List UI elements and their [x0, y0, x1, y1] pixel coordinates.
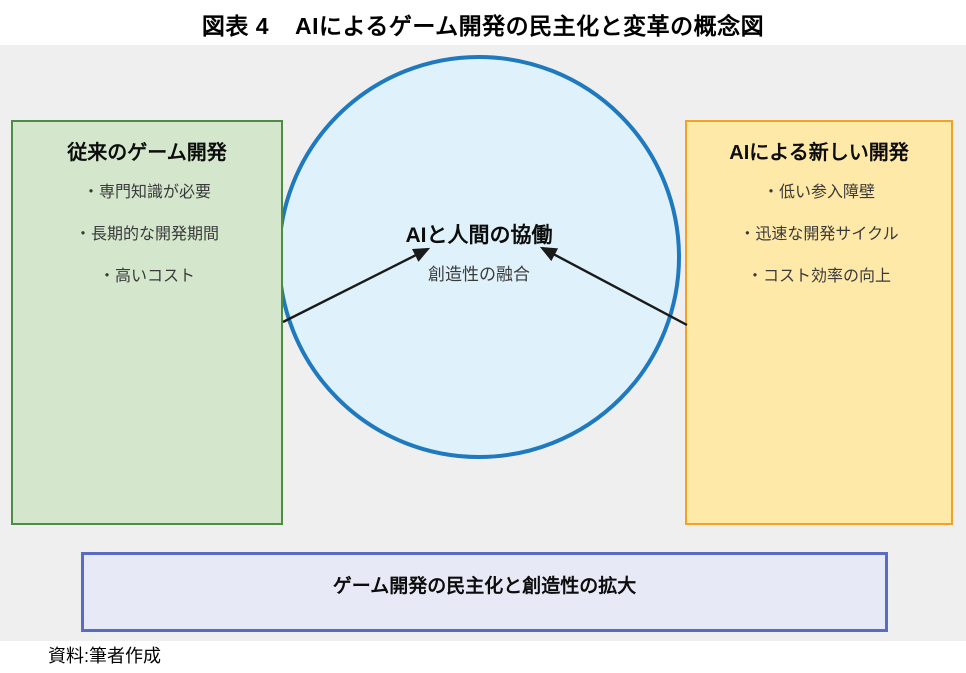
bottom-box: ゲーム開発の民主化と創造性の拡大 [81, 552, 888, 632]
right-box-title: AIによる新しい開発 [729, 142, 909, 164]
left-box: 従来のゲーム開発 ・専門知識が必要 ・長期的な開発期間 ・高いコスト [11, 120, 283, 525]
right-box: AIによる新しい開発 ・低い参入障壁 ・迅速な開発サイクル ・コスト効率の向上 [685, 120, 953, 525]
right-box-item: ・低い参入障壁 [762, 184, 875, 201]
left-box-item: ・長期的な開発期間 [74, 226, 219, 243]
bottom-box-label: ゲーム開発の民主化と創造性の拡大 [332, 576, 637, 597]
left-box-item: ・専門知識が必要 [82, 184, 211, 201]
figure-label: 図表 4 [201, 13, 270, 39]
center-circle-title: AIと人間の協働 [405, 224, 553, 247]
left-box-item: ・高いコスト [98, 268, 195, 285]
diagram-canvas: AIと人間の協働 創造性の融合 従来のゲーム開発 ・専門知識が必要 ・長期的な開… [0, 45, 966, 641]
right-box-item: ・迅速な開発サイクル [739, 226, 899, 243]
right-box-item: ・コスト効率の向上 [746, 268, 891, 285]
figure-title-text: AIによるゲーム開発の民主化と変革の概念図 [295, 13, 765, 39]
center-circle-subtitle: 創造性の融合 [428, 265, 530, 284]
source-note: 資料:筆者作成 [48, 646, 162, 666]
figure-caption: 図表 4 AIによるゲーム開発の民主化と変革の概念図 [0, 7, 966, 41]
left-box-title: 従来のゲーム開発 [67, 142, 227, 164]
center-circle: AIと人間の協働 創造性の融合 [277, 55, 681, 459]
